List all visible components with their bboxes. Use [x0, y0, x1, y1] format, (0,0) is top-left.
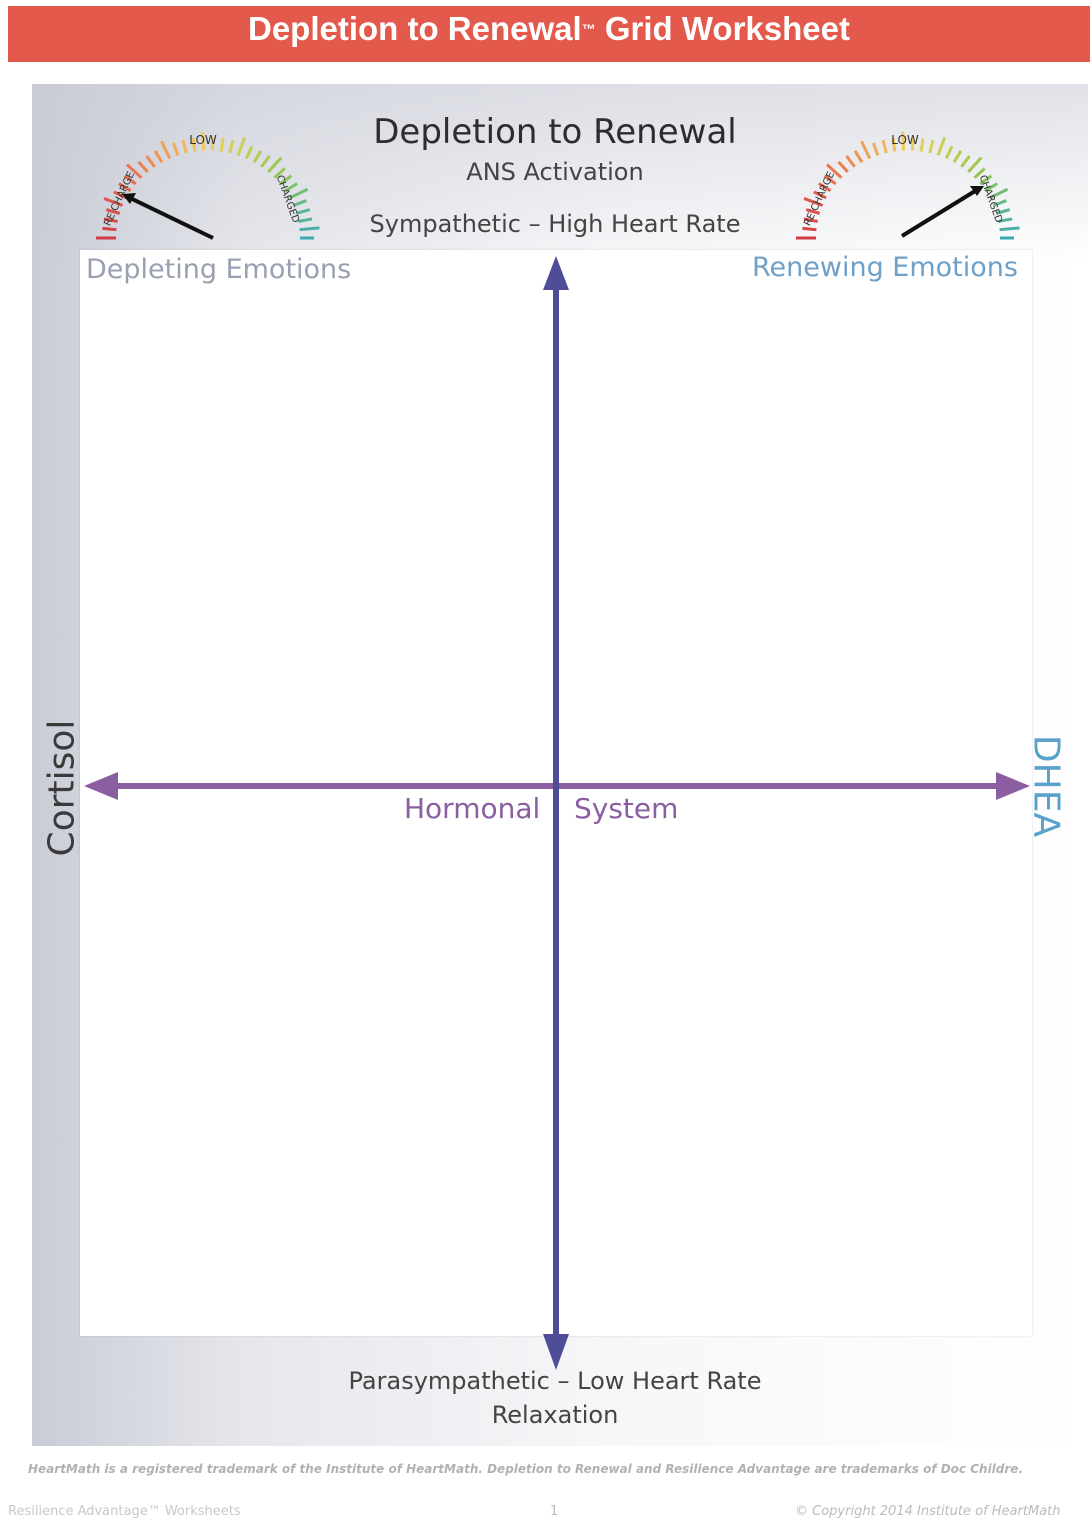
gauge-tick: [191, 138, 197, 152]
horizontal-axis-left-arrow: [84, 772, 118, 800]
gauge-tick: [860, 140, 872, 160]
left-gauge: LOW RE CHARGE CHARGED: [96, 131, 320, 240]
hormonal-label: Hormonal: [404, 792, 541, 825]
right-gauge-needle-tip: [970, 186, 984, 196]
banner-trademark: ™: [581, 21, 596, 37]
gauge-tick: [818, 182, 832, 193]
gauge-tick: [944, 145, 954, 160]
gauge-tick: [837, 160, 849, 173]
gauge-tick: [813, 190, 827, 200]
gauge-tick: [260, 155, 271, 168]
dhea-axis-label: DHEA: [1025, 734, 1067, 838]
gauge-tick: [910, 137, 915, 151]
footer-copyright: © Copyright 2014 Institute of HeartMath: [795, 1504, 1061, 1519]
gauge-tick: [881, 139, 888, 154]
gauge-tick: [171, 142, 180, 156]
gauge-tick: [103, 217, 118, 223]
worksheet-title-banner: Depletion to Renewal™ Grid Worksheet: [8, 6, 1090, 62]
gauge-tick: [292, 199, 307, 207]
gauge-tick: [153, 150, 164, 164]
right-gauge-ticks: [796, 131, 1020, 240]
system-label: System: [574, 792, 679, 825]
gauge-tick: [284, 182, 298, 193]
left-gauge-ticks: [96, 131, 320, 240]
gauge-tick: [952, 150, 963, 164]
gauge-tick: [998, 217, 1013, 223]
gauge-tick: [919, 138, 925, 152]
gauge-tick: [244, 145, 254, 160]
gauge-tick: [160, 140, 172, 160]
vertical-axis-bottom-arrow: [543, 1334, 569, 1370]
right-gauge-needle: [900, 186, 982, 238]
renewing-emotions-label: Renewing Emotions: [752, 252, 1018, 283]
gauge-tick: [105, 208, 121, 215]
gauge-tick: [871, 142, 880, 156]
gauge-tick: [267, 156, 283, 173]
gauge-tick: [995, 208, 1011, 215]
gauge-tick: [289, 187, 309, 200]
gauge-tick: [936, 136, 947, 156]
gauge-tick: [299, 226, 320, 232]
gauge-tick: [103, 197, 124, 207]
gauge-tick: [137, 160, 149, 173]
gauge-tick: [825, 163, 843, 179]
cortisol-axis-label: Cortisol: [41, 719, 83, 857]
gauge-tick: [802, 226, 817, 232]
gauge-tick: [928, 139, 935, 154]
gauge-tick: [992, 199, 1007, 207]
gauge-tick: [145, 155, 156, 168]
gauge-tick: [181, 139, 188, 154]
parasympathetic-label: Parasympathetic – Low Heart Rate: [348, 1367, 762, 1395]
gauge-tick: [279, 174, 293, 186]
right-gauge: LOW RE CHARGE CHARGED: [796, 131, 1020, 240]
right-gauge-low-label: LOW: [891, 133, 919, 147]
gauge-tick: [805, 208, 821, 215]
chart-title: Depletion to Renewal: [373, 112, 737, 152]
gauge-tick: [201, 131, 206, 151]
gauge-tick: [252, 150, 263, 164]
gauge-tick: [891, 138, 897, 152]
gauge-tick: [236, 136, 247, 156]
relaxation-label: Relaxation: [491, 1401, 619, 1429]
gauge-tick: [298, 217, 313, 223]
gauge-tick: [803, 197, 824, 207]
gauge-tick: [960, 155, 971, 168]
gauge-tick: [845, 155, 856, 168]
gauge-tick: [102, 226, 117, 232]
trademark-notice: HeartMath is a registered trademark of t…: [28, 1462, 1023, 1476]
gauge-tick: [823, 174, 837, 186]
left-gauge-low-label: LOW: [189, 133, 217, 147]
gauge-tick: [989, 187, 1009, 200]
gauge-tick: [295, 208, 311, 215]
vertical-axis-top-arrow: [543, 256, 569, 290]
left-gauge-needle: [125, 194, 214, 240]
gauge-tick: [125, 163, 143, 179]
gauge-tick: [273, 167, 286, 179]
depleting-emotions-label: Depleting Emotions: [86, 254, 356, 289]
gauge-tick: [967, 156, 983, 173]
footer-series-name: Resilience Advantage™ Worksheets: [8, 1504, 241, 1519]
banner-title-part2: Grid Worksheet: [595, 10, 850, 47]
page-number: 1: [550, 1504, 559, 1519]
gauge-tick: [973, 167, 986, 179]
gauge-tick: [228, 139, 235, 154]
gauge-tick: [118, 182, 132, 193]
gauge-tick: [984, 182, 998, 193]
gauge-tick: [979, 174, 993, 186]
horizontal-axis-right-arrow: [996, 772, 1030, 800]
chart-subtitle: ANS Activation: [466, 158, 644, 186]
gauge-tick: [853, 150, 864, 164]
gauge-tick: [999, 226, 1020, 232]
banner-title-part1: Depletion to Renewal: [247, 10, 582, 47]
gauge-tick: [901, 131, 906, 151]
gauge-tick: [123, 174, 137, 186]
sympathetic-label: Sympathetic – High Heart Rate: [369, 210, 741, 238]
left-gauge-needle-tip: [122, 193, 136, 204]
gauge-tick: [803, 217, 818, 223]
gauge-tick: [219, 138, 225, 152]
gauge-tick: [113, 190, 127, 200]
gauge-tick: [210, 137, 215, 151]
